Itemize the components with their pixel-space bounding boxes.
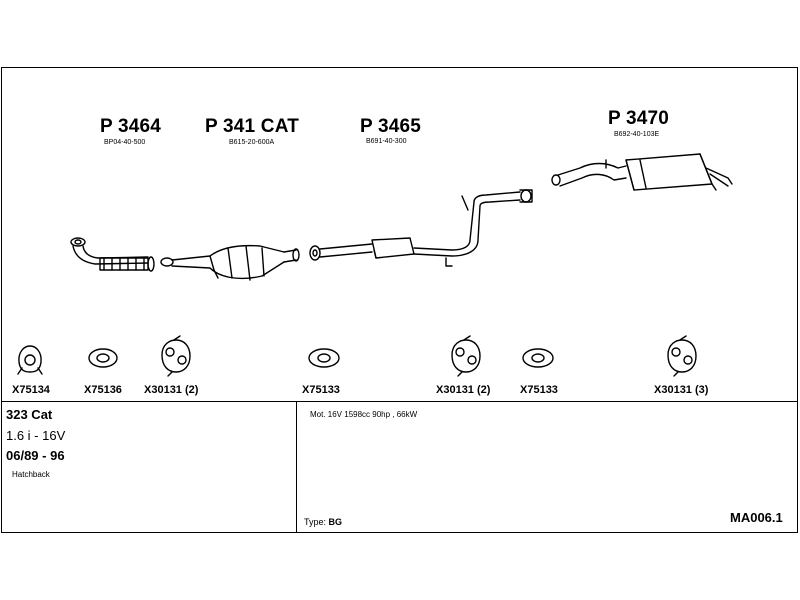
rubber-hanger-icon [667, 335, 697, 377]
accessory-label: X30131 (2) [144, 384, 199, 396]
rubber-hanger-icon [451, 335, 481, 377]
gasket-icon [522, 348, 554, 368]
accessory-label: X75133 [520, 384, 558, 396]
part-number-rear-silencer: P 3470 [608, 108, 670, 129]
catalyst-part [160, 244, 300, 281]
column-divider [296, 401, 298, 532]
accessory-label: X30131 (3) [654, 384, 709, 396]
part-ref-front-pipe: BP04-40-500 [104, 139, 146, 146]
part-ref-rear-silencer: B692-40-103E [614, 131, 660, 138]
accessory-label: X75136 [84, 384, 122, 396]
table-divider [2, 401, 797, 403]
accessory-label: X75134 [12, 384, 50, 396]
gasket-icon [88, 348, 118, 368]
front-pipe-part [70, 237, 155, 272]
type-label: Type: [304, 517, 327, 527]
accessory-label: X75133 [302, 384, 340, 396]
rear-silencer-part [551, 153, 733, 191]
part-ref-catalyst: B615-20-600A [229, 139, 275, 146]
diagram-code: MA006.1 [730, 510, 783, 525]
gasket-icon [308, 348, 340, 368]
part-ref-centre-silencer: B691-40-300 [366, 138, 407, 145]
type-value: BG [328, 517, 343, 527]
vehicle-model: 323 Cat [6, 407, 53, 422]
part-number-catalyst: P 341 CAT [205, 116, 300, 137]
part-number-front-pipe: P 3464 [100, 116, 162, 137]
vehicle-years: 06/89 - 96 [6, 448, 65, 463]
accessory-label: X30131 (2) [436, 384, 491, 396]
motor-spec: Mot. 16V 1598cc 90hp , 66kW [310, 410, 418, 419]
clamp-ring-icon [17, 345, 43, 375]
type-field: Type: BG [304, 517, 342, 527]
centre-silencer-part [309, 189, 533, 267]
rubber-hanger-icon [161, 335, 191, 377]
vehicle-engine: 1.6 i - 16V [6, 428, 66, 443]
part-number-centre-silencer: P 3465 [360, 116, 422, 137]
vehicle-body: Hatchback [12, 470, 50, 479]
diagram-frame [1, 67, 798, 533]
